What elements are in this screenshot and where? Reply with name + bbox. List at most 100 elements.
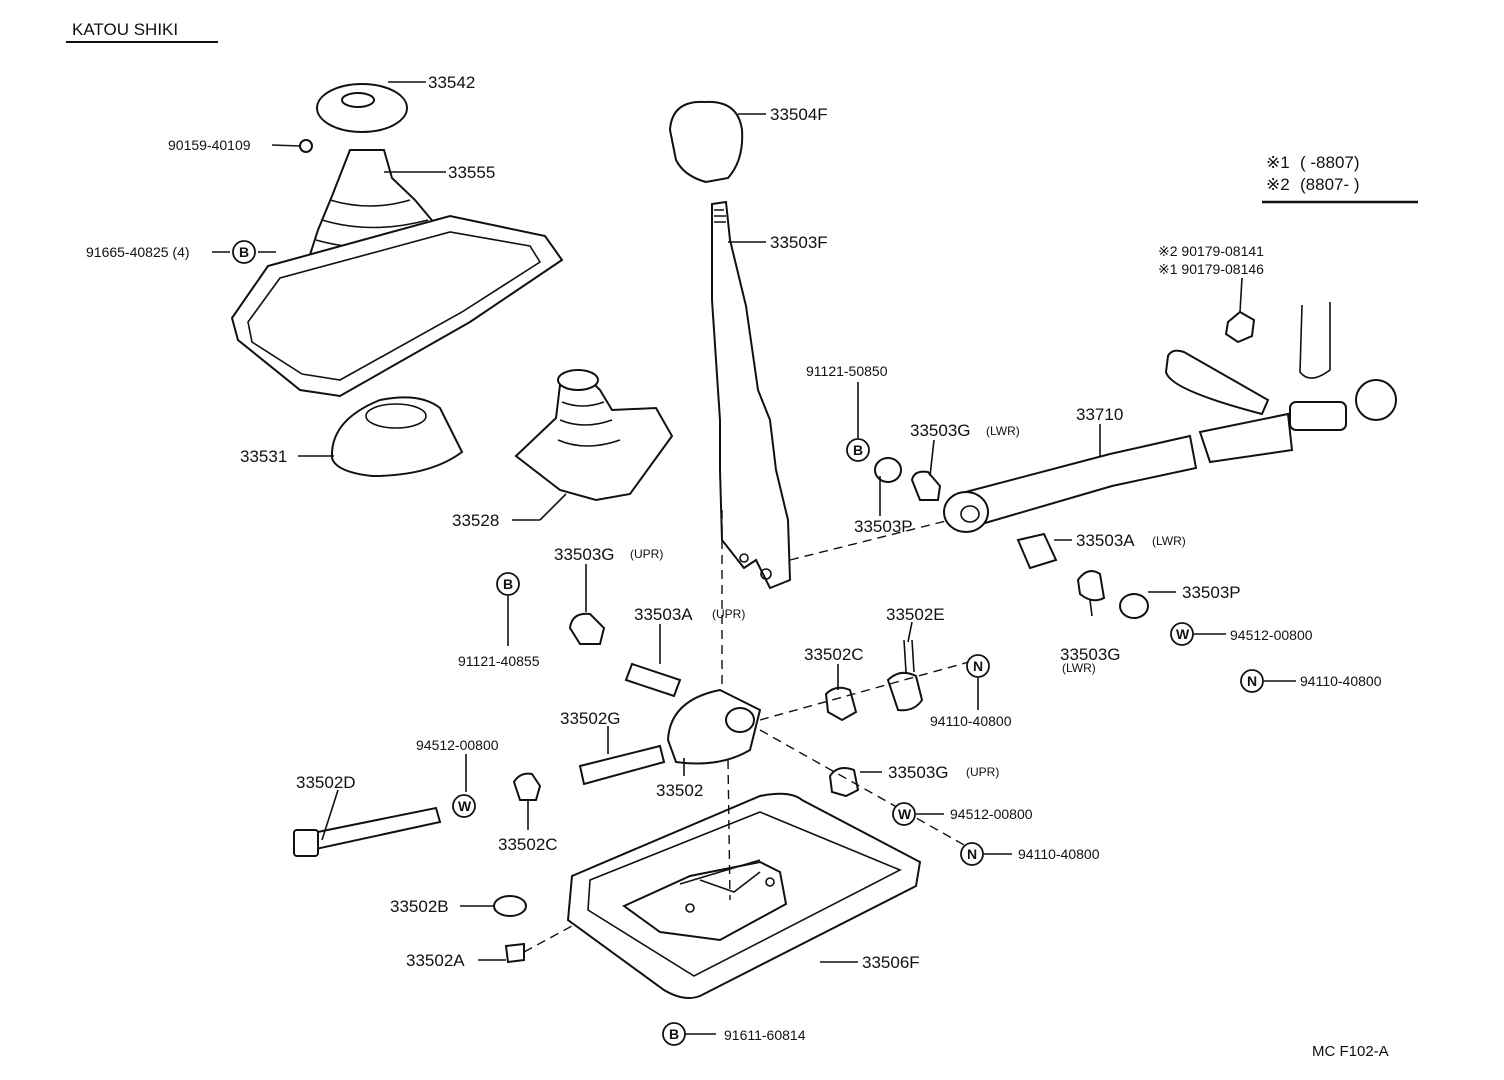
svg-text:W: W	[458, 798, 472, 814]
leader-lines	[212, 81, 1296, 1035]
label-33503G-lwr-a: 33503G	[910, 421, 971, 440]
bushing-33503G-upr-b	[828, 767, 860, 798]
svg-text:B: B	[503, 576, 513, 592]
label-91121-50850: 91121-50850	[806, 363, 888, 379]
label-33503P-b: 33503P	[1182, 583, 1241, 602]
label-91665-40825: 91665-40825 (4)	[86, 244, 190, 260]
svg-text:B: B	[853, 442, 863, 458]
label-33542: 33542	[428, 73, 475, 92]
assembly-lines	[523, 510, 977, 953]
svg-text:N: N	[1247, 673, 1257, 689]
shift-lever-33503F	[711, 200, 792, 590]
label-33502A: 33502A	[406, 951, 465, 970]
pin-33503A-lwr	[1016, 532, 1058, 570]
callout-B-1	[232, 240, 256, 264]
label-33503F: 33503F	[770, 233, 828, 252]
qualifier-upr-a: (UPR)	[630, 547, 663, 561]
pin-33502G	[578, 744, 666, 786]
label-33506F: 33506F	[862, 953, 920, 972]
label-33502D: 33502D	[296, 773, 356, 792]
shift-rod-33710	[943, 302, 1397, 533]
cap-33502A	[504, 942, 525, 964]
label-91611-60814: 91611-60814	[724, 1027, 806, 1043]
label-91121-40855: 91121-40855	[458, 653, 540, 669]
label-94512-00800-b: 94512-00800	[416, 737, 499, 753]
svg-text:B: B	[239, 244, 249, 260]
label-90159-40109: 90159-40109	[168, 137, 251, 153]
label-33502C-a: 33502C	[804, 645, 864, 664]
bushings-and-pins	[293, 457, 1149, 964]
svg-text:W: W	[898, 806, 912, 822]
diagram-code: MC F102-A	[1312, 1043, 1389, 1060]
bushing-33503G-lwr-a	[910, 470, 942, 501]
bushing-33502C-a	[824, 686, 858, 722]
pin-33503A-upr	[624, 662, 682, 698]
part-labels: 33542 90159-40109 33555 91665-40825 (4) …	[86, 73, 1382, 1043]
label-33503G-upr-b: 33503G	[888, 763, 949, 782]
label-33531: 33531	[240, 447, 287, 466]
boot-cap-33542	[316, 83, 408, 133]
boot-33528	[514, 373, 674, 502]
shift-lever	[668, 100, 792, 590]
label-33502G: 33502G	[560, 709, 621, 728]
label-33504F: 33504F	[770, 105, 828, 124]
label-33503G-upr-a: 33503G	[554, 545, 615, 564]
callout-N-3	[960, 842, 984, 866]
base-plate-33506F	[566, 792, 922, 999]
rod-end-bushing	[943, 491, 989, 533]
label-33502B: 33502B	[390, 897, 449, 916]
legend-mark-2: ※2	[1266, 175, 1290, 194]
label-33502C-b: 33502C	[498, 835, 558, 854]
svg-text:N: N	[973, 658, 983, 674]
legend-mark-1: ※1	[1266, 153, 1290, 172]
label-90179-08141: ※2 90179-08141	[1158, 243, 1264, 259]
label-94110-40800-b: 94110-40800	[1300, 673, 1382, 689]
label-90179-08146: ※1 90179-08146	[1158, 261, 1264, 277]
legend: ※1 ( -8807) ※2 (8807- )	[1262, 153, 1418, 204]
label-33710: 33710	[1076, 405, 1123, 424]
label-33503A-upr: 33503A	[634, 605, 693, 624]
qualifier-lwr-a: (LWR)	[986, 424, 1020, 438]
svg-text:B: B	[669, 1026, 679, 1042]
label-94110-40800-a: 94110-40800	[930, 713, 1012, 729]
svg-text:N: N	[967, 846, 977, 862]
oring-33503P-a	[874, 457, 902, 483]
callout-W-1	[1170, 622, 1194, 646]
qualifier-lwr-b: (LWR)	[1152, 534, 1186, 548]
diagram-title: KATOU SHIKI	[72, 20, 178, 39]
label-33502: 33502	[656, 781, 703, 800]
callout-N-2	[1240, 669, 1264, 693]
callout-B-4	[662, 1022, 686, 1046]
callout-W-3	[892, 802, 916, 826]
label-94512-00800-c: 94512-00800	[950, 806, 1033, 822]
label-33528: 33528	[452, 511, 499, 530]
legend-range-1: ( -8807)	[1300, 153, 1360, 172]
callout-W-2	[452, 794, 476, 818]
label-33503A-lwr: 33503A	[1076, 531, 1135, 550]
label-33503G-lwr-b: 33503G	[1060, 645, 1121, 664]
bushing-33502C-b	[512, 772, 542, 801]
shift-boot-assembly	[230, 83, 674, 502]
callout-B-3	[496, 572, 520, 596]
label-94512-00800-a: 94512-00800	[1230, 627, 1313, 643]
plug-33502B	[493, 895, 527, 917]
rod-end-ball	[1355, 379, 1397, 421]
boot-33531	[330, 396, 464, 478]
bushing-33503G-lwr-b	[1076, 570, 1106, 602]
callout-N-1	[966, 654, 990, 678]
nut-90179	[1224, 310, 1256, 344]
label-94110-40800-c: 94110-40800	[1018, 846, 1100, 862]
screw-90159	[299, 139, 313, 153]
label-33502E: 33502E	[886, 605, 945, 624]
boot-retainer-plate	[230, 214, 564, 398]
callout-circles: B B B B W W W N N N	[232, 240, 1264, 1046]
spring-33502E	[886, 671, 924, 712]
qualifier-upr-b: (UPR)	[712, 607, 745, 621]
shift-knob-33504F	[668, 100, 744, 184]
qualifier-lwr-c: (LWR)	[1062, 661, 1096, 675]
legend-range-2: (8807- )	[1300, 175, 1360, 194]
qualifier-upr-c: (UPR)	[966, 765, 999, 779]
bolt-33502D	[296, 806, 442, 854]
svg-text:W: W	[1176, 626, 1190, 642]
